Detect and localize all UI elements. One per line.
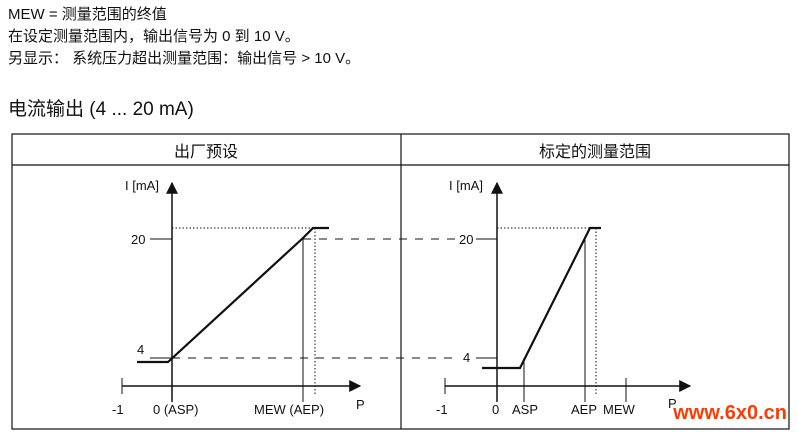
left-x-tick-label-mew-aep: MEW (AEP) [254, 402, 324, 417]
left-y-tick-label-20: 20 [131, 232, 145, 247]
right-x-axis-label: P [668, 396, 677, 411]
left-output-curve [137, 226, 329, 364]
section-title: 电流输出 (4 ... 20 mA) [8, 99, 194, 120]
left-panel-header: 出厂预设 [174, 143, 238, 161]
right-x-tick-label-asp: ASP [512, 402, 538, 417]
watermark: www.6x0.cn [672, 402, 787, 424]
right-y-tick-label-20: 20 [459, 232, 473, 247]
right-x-tick-label-aep: AEP [571, 402, 597, 417]
left-y-tick-label-4: 4 [137, 342, 144, 357]
intro-line-3: 另显示： 系统压力超出测量范围：输出信号 > 10 V。 [8, 50, 361, 67]
intro-text: MEW = 测量范围的终值 在设定测量范围内，输出信号为 0 到 10 V。 另… [8, 4, 360, 70]
right-chart: I [mA] P 20 4 -1 0 ASP AEP MEW [436, 178, 692, 417]
right-x-tick-label-0: 0 [492, 402, 499, 417]
intro-line-1: MEW = 测量范围的终值 [8, 6, 167, 23]
right-y-axis-label: I [mA] [449, 178, 483, 193]
left-y-axis-label: I [mA] [125, 178, 159, 193]
right-x-tick-label-mew: MEW [603, 402, 636, 417]
left-x-tick-label-minus1: -1 [112, 402, 124, 417]
right-output-curve [482, 226, 601, 370]
right-x-tick-label-minus1: -1 [436, 402, 448, 417]
right-panel-header: 标定的测量范围 [539, 143, 651, 161]
right-y-tick-label-4: 4 [463, 350, 470, 365]
intro-line-2: 在设定测量范围内，输出信号为 0 到 10 V。 [8, 28, 300, 45]
left-x-axis-label: P [356, 397, 365, 412]
left-x-tick-label-asp: 0 (ASP) [153, 402, 199, 417]
left-chart: I [mA] P 20 4 -1 0 (ASP) MEW (AEP) [112, 178, 365, 417]
